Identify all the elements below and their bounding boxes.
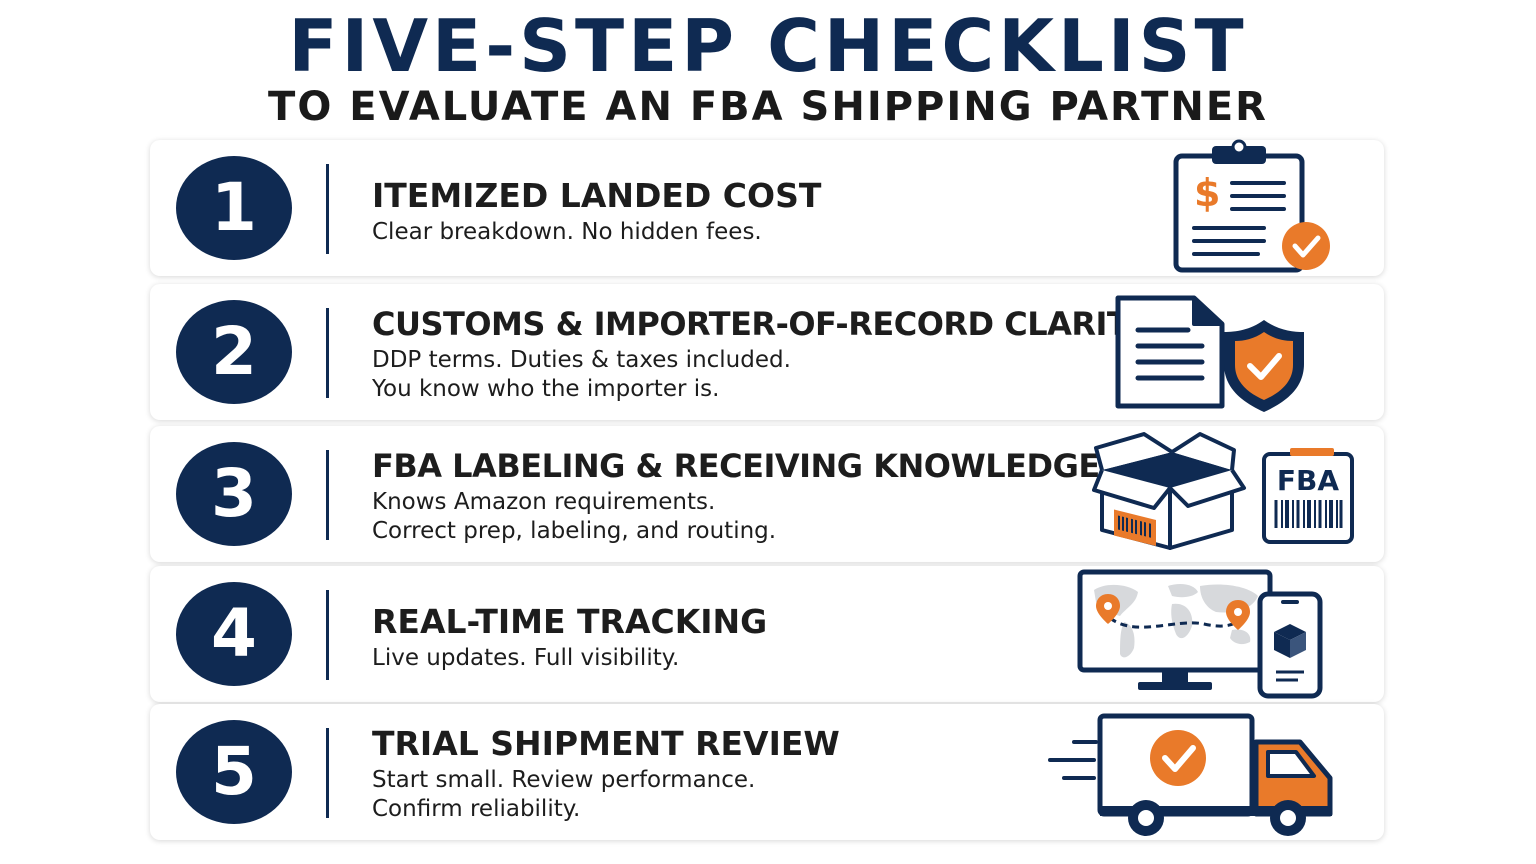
step-description: Knows Amazon requirements. Correct prep,… <box>372 488 776 546</box>
step-title: REAL-TIME TRACKING <box>372 602 768 641</box>
step-number-badge: 5 <box>176 720 292 824</box>
step-title: ITEMIZED LANDED COST <box>372 176 822 215</box>
step-description-line: You know who the importer is. <box>372 376 720 402</box>
step-description: DDP terms. Duties & taxes included. You … <box>372 346 791 404</box>
fba-label-icon: FBA <box>1262 448 1354 544</box>
delivery-truck-check-icon <box>1048 713 1333 836</box>
step-number-badge: 1 <box>176 156 292 260</box>
step-card-3: 3 FBA LABELING & RECEIVING KNOWLEDGE Kno… <box>150 426 1384 562</box>
step-description: Clear breakdown. No hidden fees. <box>372 218 762 247</box>
check-badge-icon <box>1150 730 1206 786</box>
step-title: TRIAL SHIPMENT REVIEW <box>372 724 840 763</box>
step-description-line: Knows Amazon requirements. <box>372 489 716 515</box>
step-description-line: Confirm reliability. <box>372 796 581 822</box>
step-number-badge: 2 <box>176 300 292 404</box>
monitor-map-phone-icon <box>1077 569 1323 699</box>
step-description: Start small. Review performance. Confirm… <box>372 766 755 824</box>
dollar-sign-icon: $ <box>1194 171 1220 215</box>
header: FIVE-STEP CHECKLIST TO EVALUATE AN FBA S… <box>0 0 1536 138</box>
page-title: FIVE-STEP CHECKLIST <box>288 4 1248 88</box>
step-description-line: DDP terms. Duties & taxes included. <box>372 347 791 373</box>
smartphone-icon <box>1257 591 1323 699</box>
page-subtitle: TO EVALUATE AN FBA SHIPPING PARTNER <box>268 84 1268 130</box>
step-description-line: Start small. Review performance. <box>372 767 756 793</box>
step-divider <box>326 450 329 540</box>
step-card-2: 2 CUSTOMS & IMPORTER-OF-RECORD CLARITY D… <box>150 284 1384 420</box>
step-divider <box>326 728 329 818</box>
step-title: FBA LABELING & RECEIVING KNOWLEDGE <box>372 447 1100 485</box>
step-description-line: Clear breakdown. No hidden fees. <box>372 219 762 245</box>
speed-lines-icon <box>1048 740 1098 780</box>
step-description-line: Live updates. Full visibility. <box>372 645 680 671</box>
step-description: Live updates. Full visibility. <box>372 644 679 673</box>
step-divider <box>326 308 329 398</box>
monitor-icon <box>1077 569 1273 690</box>
check-badge-icon <box>1282 222 1330 270</box>
step-divider <box>326 164 329 254</box>
step-title: CUSTOMS & IMPORTER-OF-RECORD CLARITY <box>372 305 1151 343</box>
open-box-icon <box>1092 432 1246 550</box>
step-number-badge: 3 <box>176 442 292 546</box>
step-card-4: 4 REAL-TIME TRACKING Live updates. Full … <box>150 566 1384 702</box>
document-shield-check-icon <box>1115 295 1304 412</box>
step-card-1: 1 ITEMIZED LANDED COST Clear breakdown. … <box>150 139 1384 276</box>
step-card-5: 5 TRIAL SHIPMENT REVIEW Start small. Rev… <box>150 704 1384 840</box>
clipboard-cost-check-icon: $ <box>1173 139 1330 273</box>
box-fba-label-icon: FBA <box>1092 432 1354 550</box>
step-number-badge: 4 <box>176 582 292 686</box>
fba-label-text: FBA <box>1277 464 1339 497</box>
step-description-line: Correct prep, labeling, and routing. <box>372 518 777 544</box>
step-divider <box>326 590 329 680</box>
